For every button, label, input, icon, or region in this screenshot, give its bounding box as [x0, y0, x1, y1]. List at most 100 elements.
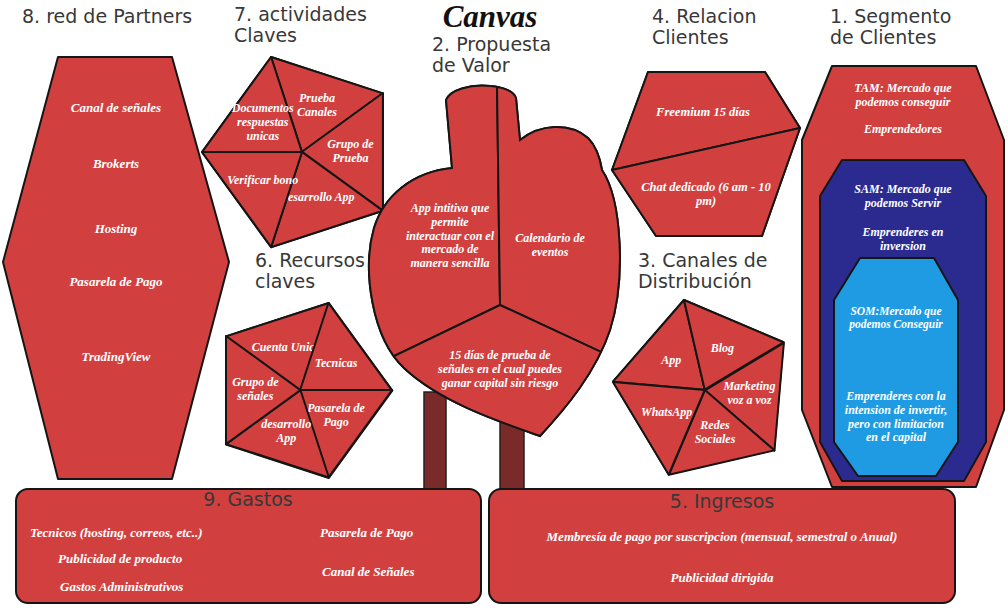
text-slot: Gastos Administrativos [60, 580, 260, 595]
text-slot: Canal de señales [41, 101, 191, 116]
shape-outline [300, 303, 392, 390]
text-slot: Blog [688, 342, 757, 356]
pentagon-slice: Tecnicas [300, 303, 392, 390]
diagram-title: Canvas [390, 0, 590, 34]
section-heading: 4. Relacion Clientes [652, 6, 792, 48]
block-text: Calendario de eventos [506, 232, 594, 260]
text-slot: Tecnicas [302, 357, 371, 371]
text-slot: 3. Canales de Distribución [638, 250, 786, 292]
shape-outline [202, 152, 302, 247]
text-slot: Documentos respuestas unicas [225, 103, 300, 144]
block-text: Grupo de señales [221, 376, 290, 404]
text-slot: Cuenta Unica [252, 341, 321, 355]
block-text: App [637, 354, 706, 368]
pentagon: 3. Canales de DistribuciónAppBlogMarketi… [613, 300, 784, 474]
shape-fill [202, 57, 302, 152]
block-text: Pasarela de Pago [41, 275, 191, 290]
text-slot: Membresía de pago por suscripcion (mensu… [497, 530, 947, 545]
block-text: Canal de Señales [322, 565, 472, 580]
block-text: Verificar bono [225, 174, 300, 188]
heart-section-fill [369, 86, 620, 436]
shape-outline [3, 57, 229, 479]
text-slot: 8. red de Partners [22, 6, 232, 27]
text-slot: WhatsApp [632, 406, 701, 420]
block-text: Brokerts [41, 157, 191, 172]
text-slot: 1. Segmento de Clientes [830, 6, 970, 48]
block-text: Marketing voz a voz [715, 380, 784, 408]
text-slot: 2. Propuesta de Valor [432, 34, 572, 76]
block-text: Cuenta Unica [252, 341, 321, 355]
shape-fill [612, 128, 800, 236]
text-slot: 5. Ingresos [622, 491, 822, 512]
block-text: TradingView [41, 350, 191, 365]
block-text: SAM: Mercado que podemos Servir [833, 183, 973, 211]
section-heading: 9. Gastos [148, 489, 348, 510]
section-heading: 3. Canales de Distribución [638, 250, 786, 292]
block-text: Tecnicas [302, 357, 371, 371]
section-heading: 8. red de Partners [22, 6, 232, 27]
pentagon: 6. Recursos clavesCuenta UnicaTecnicasPa… [226, 303, 392, 478]
hexagon: 4. Relacion ClientesFreemium 15 díasChat… [612, 72, 800, 236]
block-text: Hosting [41, 222, 191, 237]
text-slot: Pasarela de Pago [41, 275, 191, 290]
text-slot: Publicidad dirigida [572, 571, 872, 586]
pentagon: 7. actividades ClavesPrueba CanalesGrupo… [202, 57, 383, 247]
text-slot: 6. Recursos claves [255, 250, 385, 292]
shape-fill [612, 72, 800, 236]
text-slot: Desarrollo App [279, 191, 354, 205]
text-slot: desarrollo App [252, 419, 321, 447]
text-slot: Grupo de señales [221, 376, 290, 404]
hexagon-half: Chat dedicado (6 am - 10 pm) [612, 128, 800, 236]
section-heading: 6. Recursos claves [255, 250, 385, 292]
pentagon-slice: WhatsApp [613, 382, 705, 475]
block-text: Publicidad dirigida [572, 571, 872, 586]
block-text: TAM: Mercado que podemos conseguir [833, 82, 973, 110]
shape-fill [202, 152, 302, 247]
block-text: Emprenderes en inversion [841, 226, 966, 254]
text-slot: 15 días de prueba de señales en el cual … [434, 349, 566, 390]
shape-fill [16, 489, 481, 603]
text-slot: 7. actividades Claves [234, 4, 394, 46]
market-octagon: SAM: Mercado que podemos ServirEmprender… [820, 160, 986, 481]
heart-section-fill [369, 86, 620, 436]
block-text: Blog [688, 342, 757, 356]
block-text: desarrollo App [252, 419, 321, 447]
text-slot: Freemium 15 días [628, 105, 778, 119]
block-text: Documentos respuestas unicas [225, 103, 300, 144]
text-slot: Publicidad de producto [58, 552, 258, 567]
block-text: Desarrollo App [279, 191, 354, 205]
block-text: Emprenderes con la intension de invertir… [842, 390, 950, 445]
text-slot: SAM: Mercado que podemos Servir [833, 183, 973, 211]
market-octagon: 1. Segmento de ClientesTAM: Mercado que … [802, 66, 1004, 487]
section-heading: 2. Propuesta de Valor [432, 34, 572, 76]
heart-section-fill [369, 86, 620, 436]
shape-outline [613, 382, 705, 475]
heart: 2. Propuesta de ValorApp intitiva que pe… [355, 80, 630, 442]
shape-fill [802, 66, 1004, 487]
text-slot: 9. Gastos [148, 489, 348, 510]
text-slot: Verificar bono [225, 174, 300, 188]
block-text: Membresía de pago por suscripcion (mensu… [497, 530, 947, 545]
block-text: WhatsApp [632, 406, 701, 420]
text-slot: Tecnicos (hosting, correos, etc..) [30, 526, 280, 541]
shape-fill [834, 258, 958, 476]
pentagon-slice: Documentos respuestas unicas [202, 57, 302, 152]
text-slot: App intitiva que permite interactuar con… [405, 202, 495, 271]
text-slot: Emprenderes en inversion [841, 226, 966, 254]
block-text: Tecnicos (hosting, correos, etc..) [30, 526, 280, 541]
section-heading: 7. actividades Claves [234, 4, 394, 46]
shape-fill [613, 300, 784, 474]
block-text: Chat dedicado (6 am - 10 pm) [641, 180, 771, 209]
section-heading: 5. Ingresos [622, 491, 822, 512]
rounded-panel: 9. GastosTecnicos (hosting, correos, etc… [15, 488, 482, 604]
text-slot: Brokerts [41, 157, 191, 172]
shape-fill [820, 160, 986, 481]
block-text: Pasarela de Pago [320, 526, 470, 541]
heart-shape [369, 86, 620, 436]
block-text: SOM:Mercado que podemos Conseguir [846, 305, 946, 331]
block-text: Publicidad de producto [58, 552, 258, 567]
shape-fill [3, 57, 229, 479]
text-slot: TAM: Mercado que podemos conseguir [833, 82, 973, 110]
section-heading: 1. Segmento de Clientes [830, 6, 970, 48]
block-text: Freemium 15 días [628, 105, 778, 119]
